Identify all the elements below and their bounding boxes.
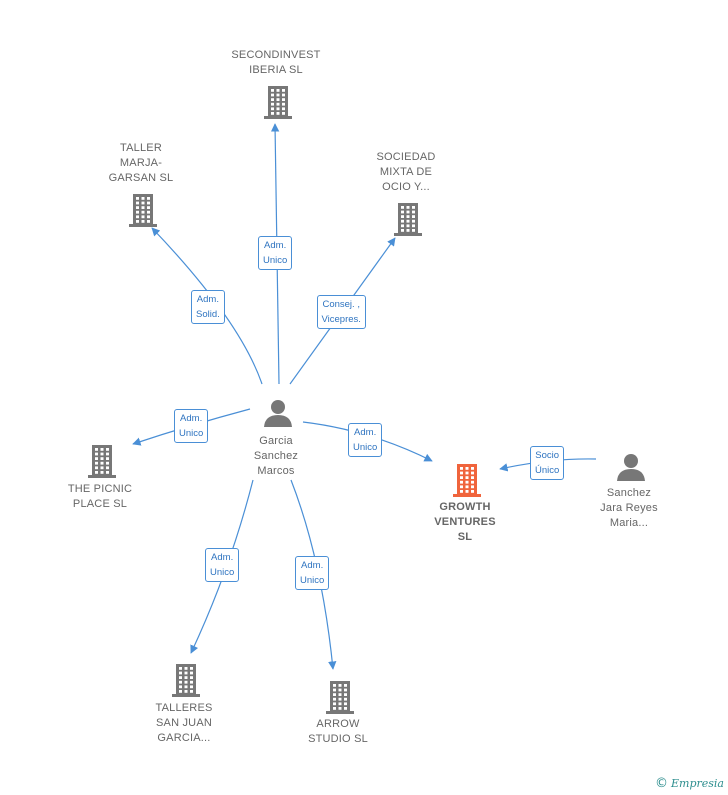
building-icon[interactable] xyxy=(170,661,202,697)
node-label[interactable]: ARROW STUDIO SL xyxy=(308,718,368,745)
node-label[interactable]: SOCIEDAD MIXTA DE OCIO Y... xyxy=(376,151,436,193)
edge-label-garcia-talleres[interactable]: Adm. Unico xyxy=(205,548,240,582)
edge-label-garcia-taller[interactable]: Adm. Solid. xyxy=(191,290,225,324)
node-label[interactable]: TALLERES SAN JUAN GARCIA... xyxy=(155,702,213,744)
person-icon[interactable] xyxy=(616,452,646,482)
edge-label-garcia-sociedad[interactable]: Consej. , Vicepres. xyxy=(316,295,366,329)
building-icon[interactable] xyxy=(86,442,118,478)
building-icon[interactable] xyxy=(324,678,356,714)
person-icon[interactable] xyxy=(263,398,293,428)
node-label[interactable]: GROWTH VENTURES SL xyxy=(434,501,496,543)
building-icon[interactable] xyxy=(262,83,294,119)
node-label[interactable]: Sanchez Jara Reyes Maria... xyxy=(600,487,658,529)
node-label[interactable]: SECONDINVEST IBERIA SL xyxy=(231,49,321,76)
edge-label-garcia-secondinvest[interactable]: Adm. Unico xyxy=(258,236,293,270)
building-icon[interactable] xyxy=(451,461,483,497)
empresia-logo-text: Empresia xyxy=(671,777,724,790)
node-label[interactable]: TALLER MARJA- GARSAN SL xyxy=(108,142,174,184)
node-label[interactable]: THE PICNIC PLACE SL xyxy=(67,483,133,510)
copyright-icon: © xyxy=(655,776,668,791)
node-label[interactable]: Garcia Sanchez Marcos xyxy=(253,435,299,477)
empresia-credit[interactable]: ©Empresia xyxy=(655,776,724,791)
edge-label-sanchez-growth[interactable]: Socio Único xyxy=(530,446,565,480)
building-icon[interactable] xyxy=(392,200,424,236)
edge-label-garcia-picnic[interactable]: Adm. Unico xyxy=(174,409,209,443)
edge-label-garcia-growth[interactable]: Adm. Unico xyxy=(348,423,383,457)
building-icon[interactable] xyxy=(127,191,159,227)
edge-label-garcia-arrow[interactable]: Adm. Unico xyxy=(295,556,330,590)
